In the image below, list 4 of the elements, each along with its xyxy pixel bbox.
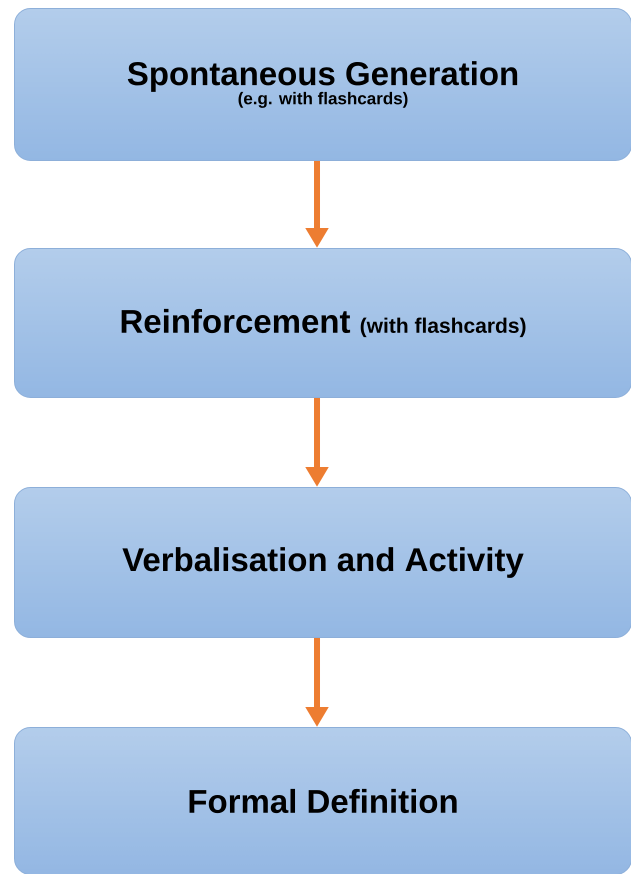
process-box: Formal Definition [14, 727, 631, 874]
process-box: Reinforcement (with flashcards) [14, 248, 631, 398]
process-box: Spontaneous Generation (e.g. with flashcards) [14, 8, 631, 161]
process-box: Verbalisation and Activity [14, 487, 631, 638]
